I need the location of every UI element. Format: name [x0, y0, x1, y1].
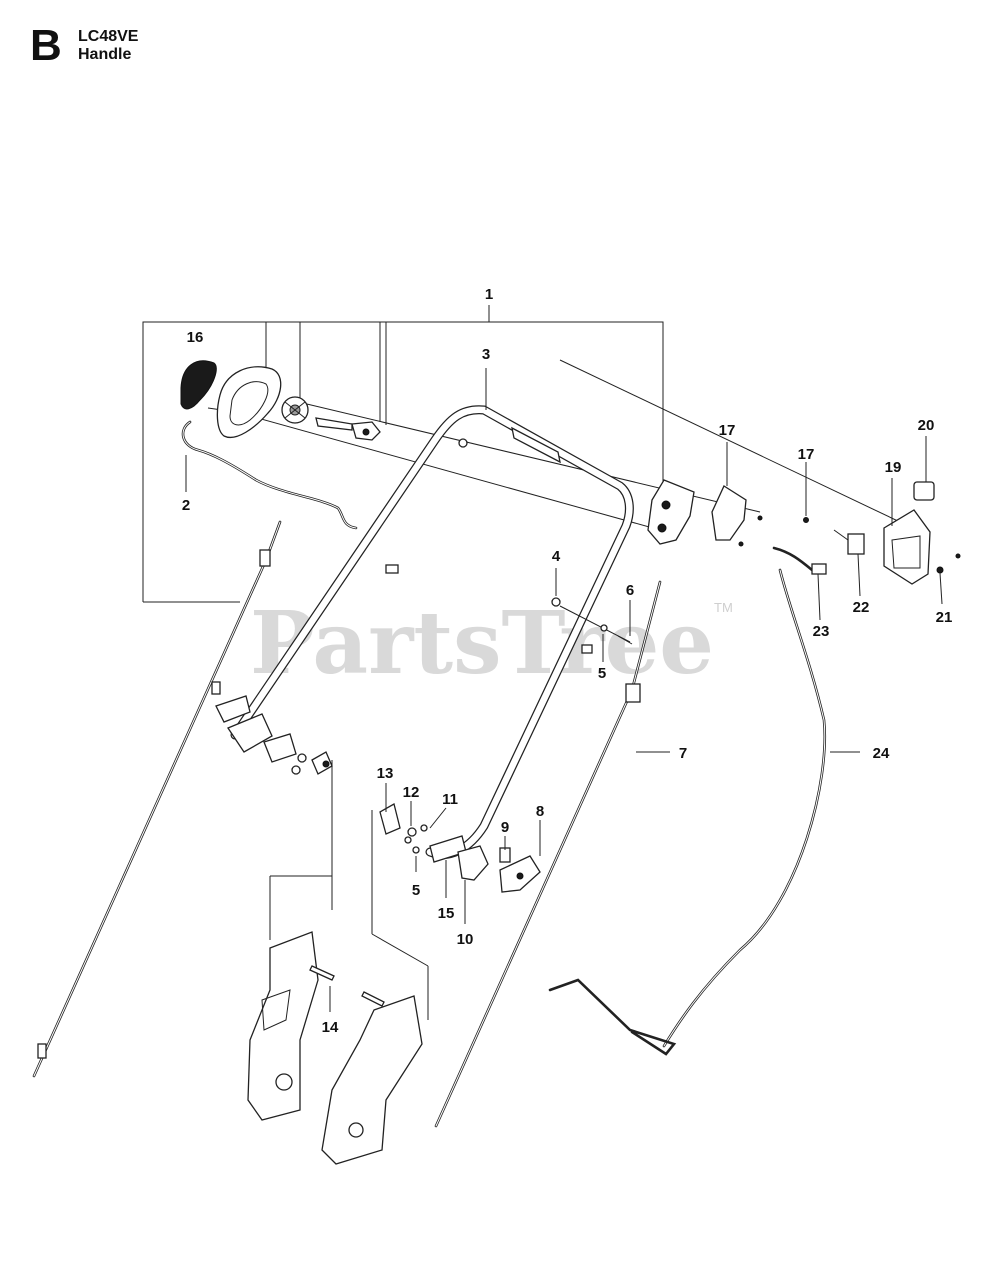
watermark: PartsTree TM — [250, 593, 733, 694]
watermark-text: PartsTree — [250, 593, 714, 694]
diagram-title: Handle — [78, 46, 132, 63]
callout-1: 1 — [485, 286, 493, 303]
knob — [281, 396, 309, 424]
brake-cable — [32, 520, 282, 1078]
callout-10: 10 — [457, 931, 474, 948]
callout-9: 9 — [501, 819, 509, 836]
assembly-1-bracket — [142, 305, 664, 603]
switch-housing-part-19 — [883, 478, 931, 585]
left-side-plate — [247, 760, 333, 1121]
left-lower-bracket — [211, 681, 333, 775]
right-lower-bracket — [379, 803, 541, 893]
callout-22: 22 — [853, 599, 870, 616]
callout-labels: 1 2 3 4 5 5 6 7 8 9 10 11 12 13 14 15 16… — [182, 286, 953, 1036]
model-code: LC48VE — [78, 28, 139, 45]
callout-23: 23 — [813, 623, 830, 640]
callout-3: 3 — [482, 346, 490, 363]
callout-24: 24 — [873, 745, 890, 762]
callout-21: 21 — [936, 609, 953, 626]
drive-cable-part-7 — [434, 580, 670, 1128]
callout-17-left: 17 — [719, 422, 736, 439]
wiring-harness-part-24 — [548, 568, 860, 1056]
watermark-trademark: TM — [714, 600, 733, 615]
callout-11: 11 — [442, 791, 458, 808]
lever-switch — [315, 417, 381, 441]
callout-13: 13 — [377, 765, 394, 782]
diagram-header: B LC48VE Handle — [30, 21, 330, 76]
switch-part-22 — [833, 529, 865, 597]
bolt-part-14 — [309, 965, 335, 1012]
callout-20: 20 — [918, 417, 935, 434]
callout-16: 16 — [187, 329, 204, 346]
leader-lines — [385, 783, 541, 924]
mount-cover-part-17 — [647, 442, 809, 547]
grip-housing — [216, 366, 282, 438]
fastener-parts-4-5-6 — [551, 568, 633, 662]
callout-4: 4 — [552, 548, 561, 565]
callout-15: 15 — [438, 905, 455, 922]
connector-part-23 — [772, 546, 827, 621]
callout-2: 2 — [182, 497, 190, 514]
callout-8: 8 — [536, 803, 544, 820]
right-side-plate — [321, 810, 429, 1165]
section-letter: B — [30, 21, 62, 70]
alignment-lines — [235, 359, 901, 531]
callout-12: 12 — [403, 784, 420, 801]
callout-14: 14 — [322, 1019, 339, 1036]
callout-7: 7 — [679, 745, 687, 762]
callout-6: 6 — [626, 582, 634, 599]
bail-wire-part-2 — [181, 420, 358, 530]
screw-part-21 — [936, 553, 961, 605]
callout-19: 19 — [885, 459, 902, 476]
callout-17-right: 17 — [798, 446, 815, 463]
callout-5-upper: 5 — [598, 665, 606, 682]
callout-5-lower: 5 — [412, 882, 420, 899]
safety-key-part-20 — [913, 436, 935, 501]
